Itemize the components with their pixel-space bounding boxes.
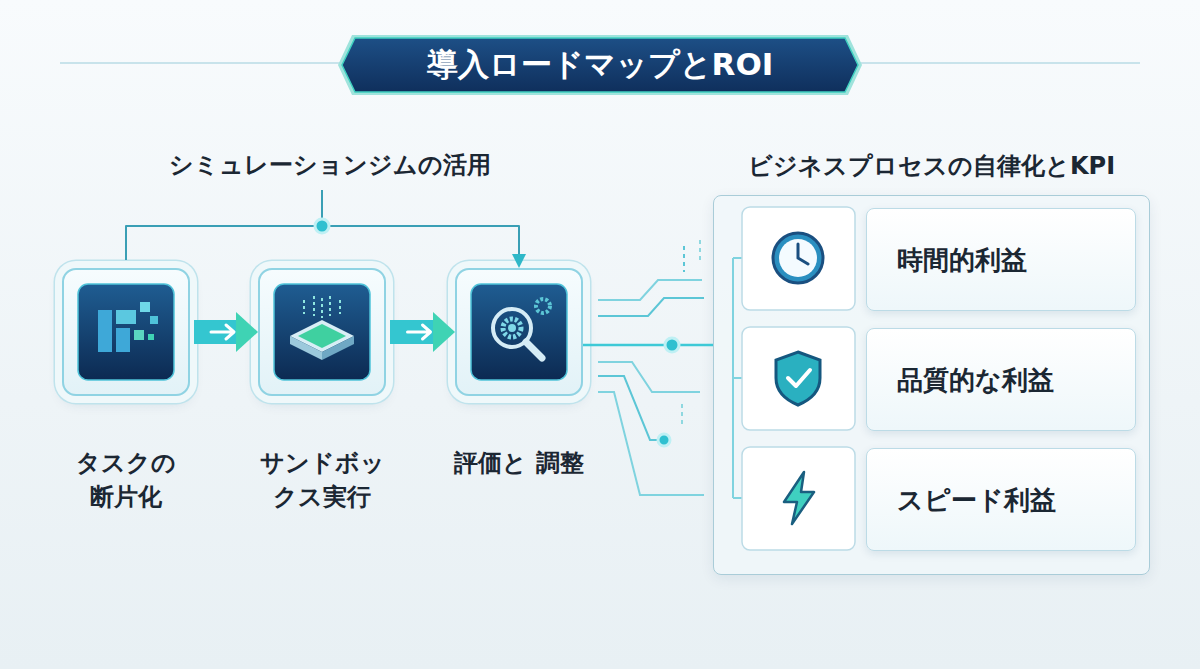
circuit-dash bbox=[681, 404, 683, 424]
circuit-line bbox=[598, 280, 702, 300]
circuit-line bbox=[598, 362, 700, 392]
fragment-icon bbox=[98, 310, 112, 352]
kpi-panel: ビジネスプロセスの自律化とKPI時間的利益品質的な利益スピード利益 bbox=[713, 195, 1150, 575]
fragment-icon bbox=[150, 316, 158, 324]
circuit-line bbox=[598, 298, 704, 316]
process-box: サンドボッ クス実行 bbox=[258, 268, 386, 396]
fragment-icon bbox=[148, 334, 154, 340]
leader-line bbox=[321, 190, 323, 226]
process-label: サンドボッ クス実行 bbox=[257, 446, 387, 514]
fragment-icon bbox=[116, 310, 136, 324]
junction-dot bbox=[658, 434, 670, 446]
title-rule bbox=[860, 62, 1140, 64]
kpi-text: 品質的な利益 bbox=[897, 364, 1054, 396]
sandbox-icon bbox=[290, 320, 354, 352]
circuit-line bbox=[598, 392, 704, 495]
panel-bus-line bbox=[733, 258, 742, 498]
connector-group bbox=[390, 325, 433, 339]
arrow-glyph bbox=[211, 325, 234, 339]
kpi-text: 時間的利益 bbox=[897, 244, 1027, 276]
sandbox-icon bbox=[322, 336, 354, 360]
icon-tile bbox=[471, 284, 567, 380]
shield-icon bbox=[776, 352, 820, 405]
clock-icon bbox=[798, 244, 808, 264]
gear-icon bbox=[503, 319, 521, 337]
process-box: タスクの 断片化 bbox=[62, 268, 190, 396]
flow-arrow bbox=[390, 320, 433, 344]
fragment-icon bbox=[134, 330, 144, 340]
title-banner bbox=[342, 38, 858, 92]
connector-line bbox=[583, 344, 713, 347]
circuit-line bbox=[598, 376, 664, 440]
process-box: 評価と 調整 bbox=[455, 268, 583, 396]
gear-icon bbox=[536, 299, 550, 313]
icon-tile bbox=[274, 284, 370, 380]
fragment-icon bbox=[140, 302, 150, 312]
sandbox-icon bbox=[290, 336, 322, 360]
lightning-icon bbox=[784, 472, 814, 524]
kpi-box: スピード利益 bbox=[866, 448, 1136, 551]
kpi-icon-box bbox=[742, 327, 855, 430]
process-label: タスクの 断片化 bbox=[61, 446, 191, 514]
magnifier-icon bbox=[493, 309, 531, 347]
process-label: 評価と 調整 bbox=[454, 446, 584, 480]
kpi-icon-box bbox=[742, 207, 855, 310]
kpi-box: 品質的な利益 bbox=[866, 328, 1136, 431]
kpi-text: スピード利益 bbox=[897, 484, 1056, 516]
shield-icon bbox=[788, 370, 810, 386]
arrow-glyph bbox=[408, 325, 431, 339]
junction-dot bbox=[665, 338, 679, 352]
circuit-dash bbox=[699, 240, 701, 262]
circuit-dash bbox=[683, 246, 685, 272]
clock-icon bbox=[779, 239, 817, 277]
icon-tile bbox=[78, 284, 174, 380]
fragment-icon bbox=[116, 328, 130, 352]
connector-group bbox=[583, 345, 713, 346]
panel-heading: ビジネスプロセスの自律化とKPI bbox=[748, 151, 1115, 181]
title-banner-glow bbox=[338, 35, 862, 95]
junction-dot bbox=[315, 219, 329, 233]
sandbox-icon bbox=[298, 324, 346, 348]
title-rule bbox=[60, 62, 340, 64]
gear-icon bbox=[508, 324, 516, 332]
kpi-icon-box bbox=[742, 447, 855, 550]
connector-group bbox=[194, 325, 236, 339]
sandbox-icon bbox=[304, 296, 340, 318]
title-text: 導入ロードマップとROI bbox=[340, 35, 860, 95]
clock-icon bbox=[773, 233, 823, 283]
flow-arrow bbox=[194, 320, 236, 344]
kpi-box: 時間的利益 bbox=[866, 208, 1136, 311]
magnifier-icon bbox=[526, 342, 542, 358]
connector-group bbox=[126, 226, 519, 266]
connector-line bbox=[126, 226, 519, 266]
section-label: シミュレーションジムの活用 bbox=[130, 150, 530, 180]
